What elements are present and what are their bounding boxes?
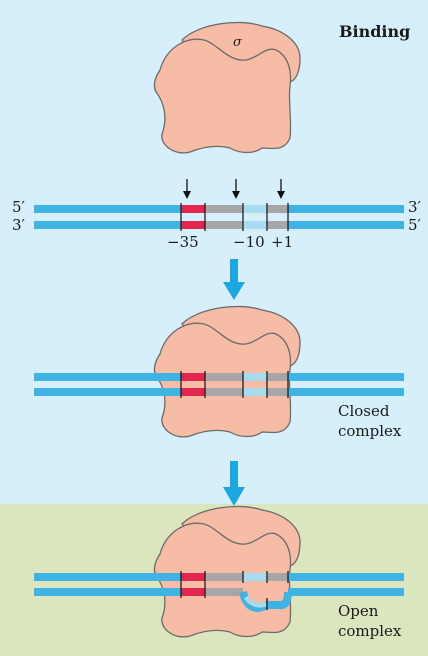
spacer-bottom (205, 221, 243, 229)
rna-polymerase-free (153, 21, 301, 154)
closed-complex-label-line1: Closed (338, 402, 390, 420)
start-region-top (267, 573, 288, 581)
element-minus10-top (243, 205, 267, 213)
element-minus35-top (181, 373, 205, 381)
spacer-top (205, 205, 243, 213)
element-minus10-top (243, 573, 267, 581)
melted-bubble-strand (239, 590, 292, 612)
sigma-factor-label: σ (233, 35, 242, 50)
open-complex-label-line1: Open (338, 602, 379, 620)
element-minus10-top (243, 373, 267, 381)
plus1-position-label: +1 (271, 233, 294, 251)
element-minus35-bottom (181, 388, 205, 396)
three-prime-bottom-left-label: 3′ (12, 216, 25, 234)
process-arrow-2 (223, 461, 245, 506)
dna-bottom-strand-left (34, 588, 243, 596)
minus10-position-label: −10 (233, 233, 265, 251)
spacer-top (205, 573, 243, 581)
five-prime-bottom-right-label: 5′ (408, 216, 421, 234)
start-region-top (267, 205, 288, 213)
element-minus10-bottom (243, 388, 267, 396)
panel-title: Binding (339, 22, 411, 41)
closed-complex-dna (34, 371, 404, 398)
start-region-bottom (267, 221, 288, 229)
promoter-dna (34, 179, 404, 231)
three-prime-top-right-label: 3′ (408, 198, 421, 216)
start-region-top (267, 373, 288, 381)
element-minus35-bottom (181, 221, 205, 229)
dna-bottom-strand-right (288, 588, 404, 596)
spacer-top (205, 373, 243, 381)
spacer-bottom (205, 588, 243, 596)
closed-complex (34, 305, 404, 438)
open-complex (34, 505, 404, 638)
open-complex-label-line2: complex (338, 622, 402, 640)
element-minus10-bottom (243, 221, 267, 229)
five-prime-top-left-label: 5′ (12, 198, 25, 216)
process-arrow-1 (223, 259, 245, 300)
element-minus35-top (181, 573, 205, 581)
polymerase-body (153, 38, 292, 154)
element-minus35-bottom (181, 588, 205, 596)
minus35-position-label: −35 (167, 233, 199, 251)
start-region-bottom (267, 388, 288, 396)
melted-bubble-minus10 (243, 595, 267, 608)
spacer-bottom (205, 388, 243, 396)
closed-complex-label-line2: complex (338, 422, 402, 440)
open-complex-dna (34, 571, 404, 612)
element-minus35-top (181, 205, 205, 213)
